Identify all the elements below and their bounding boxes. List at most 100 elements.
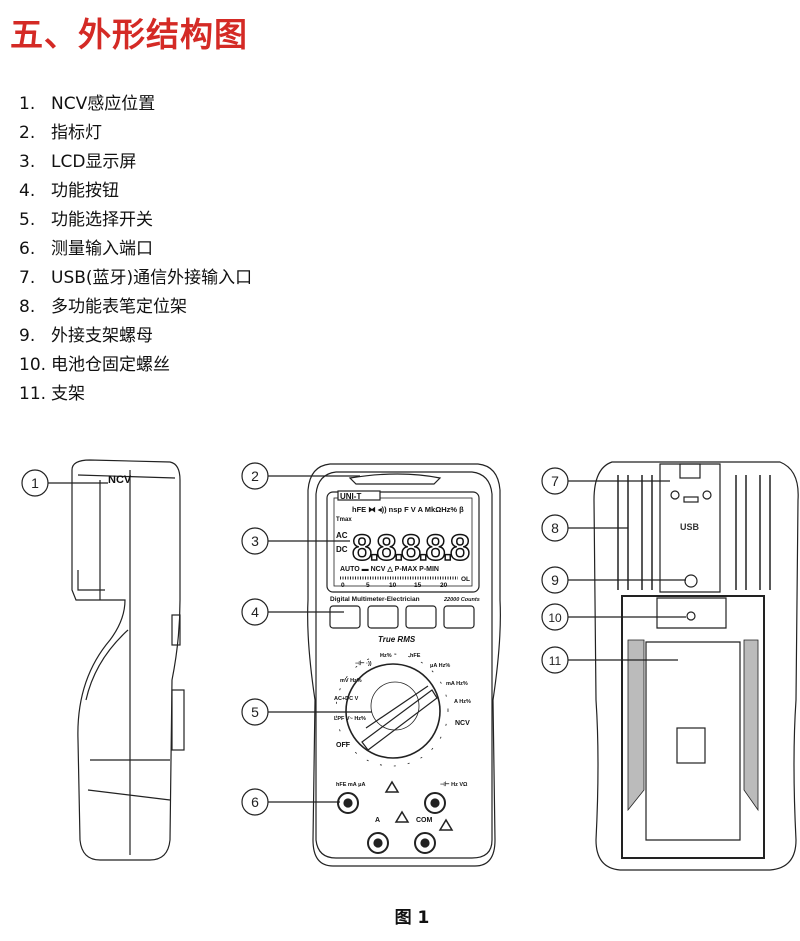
list-item: 8. 多功能表笔定位架 — [19, 293, 252, 322]
model-line: Digital Multimeter-Electrician — [330, 596, 420, 603]
item-number: 10. — [19, 355, 47, 375]
item-number: 9. — [19, 326, 36, 346]
callout-8: 8 — [541, 514, 569, 542]
item-label: NCV感应位置 — [51, 94, 156, 114]
dial-label: OFF — [336, 742, 351, 749]
dial-label: A Hz% — [454, 699, 471, 705]
lcd-scale-tick: 0 — [341, 582, 345, 589]
item-label: USB(蓝牙)通信外接输入口 — [51, 268, 253, 288]
list-item: 10.电池仓固定螺丝 — [19, 351, 252, 380]
svg-text:7: 7 — [551, 473, 559, 489]
lcd-top-icons: hFE ⧓ ◂)) nsp F V A MkΩHz% β — [352, 505, 464, 514]
indicator-light — [348, 473, 442, 485]
lcd-ol: OL — [461, 576, 470, 583]
function-button[interactable] — [329, 605, 361, 629]
item-number: 8. — [19, 297, 36, 317]
callout-9: 9 — [541, 566, 569, 594]
item-label: 功能选择开关 — [51, 210, 153, 230]
dial-label: mV Hz% — [340, 678, 362, 684]
port-label: COM — [416, 817, 433, 824]
item-label: 多功能表笔定位架 — [51, 297, 187, 317]
dial-label: LPF V~ Hz% — [334, 716, 366, 722]
item-number: 6. — [19, 239, 36, 259]
input-port[interactable] — [424, 792, 446, 814]
lcd-tmax: Tmax — [336, 517, 352, 523]
list-item: 7. USB(蓝牙)通信外接输入口 — [19, 264, 252, 293]
dial-label: Hz% — [380, 653, 392, 659]
input-port[interactable] — [367, 832, 389, 854]
function-button[interactable] — [367, 605, 399, 629]
lcd-scale-tick: 10 — [389, 582, 397, 589]
lcd-scale-tick: 15 — [414, 582, 422, 589]
callout-1: 1 — [21, 469, 49, 497]
svg-text:5: 5 — [251, 704, 259, 720]
function-button[interactable] — [443, 605, 475, 629]
dial-label: ⊣⊢ ·)) — [355, 659, 372, 667]
callout-2: 2 — [241, 462, 269, 490]
list-item: 6. 测量输入端口 — [19, 235, 252, 264]
svg-text:8: 8 — [551, 520, 559, 536]
lcd-scale-tick: 20 — [440, 582, 448, 589]
dial-label: mA Hz% — [446, 681, 468, 687]
item-number: 1. — [19, 94, 36, 114]
callout-3: 3 — [241, 527, 269, 555]
list-item: 2.指标灯 — [19, 119, 252, 148]
item-number: 4. — [19, 181, 36, 201]
callout-10: 10 — [541, 603, 569, 631]
list-item: 3. LCD显示屏 — [19, 148, 252, 177]
item-label: 支架 — [51, 384, 85, 404]
callout-11: 11 — [541, 646, 569, 674]
front-view: UNI-T hFE ⧓ ◂)) nsp F V A MkΩHz% β Tmax … — [307, 463, 501, 867]
lcd-scale-tick: 5 — [366, 582, 370, 589]
svg-text:6: 6 — [251, 794, 259, 810]
dial-label: hFE — [410, 653, 421, 659]
usb-label: USB — [680, 522, 700, 532]
svg-text:2: 2 — [251, 468, 259, 484]
callout-7: 7 — [541, 467, 569, 495]
stand-nut — [684, 574, 698, 588]
item-label: 测量输入端口 — [51, 239, 153, 259]
figure-caption: 图 1 — [394, 908, 430, 928]
callout-4: 4 — [241, 598, 269, 626]
section-title: 五、外形结构图 — [10, 15, 248, 54]
structure-diagram: NCV UNI-T hFE ⧓ ◂)) nsp F V A MkΩHz% β T… — [21, 459, 799, 871]
item-label: LCD显示屏 — [51, 152, 137, 172]
rotary-switch[interactable] — [335, 653, 449, 767]
lcd-dc: DC — [336, 545, 348, 554]
parts-list: 1. NCV感应位置 2.指标灯 3. LCD显示屏 4.功能按钮 5. 功能选择开关… — [19, 90, 252, 409]
function-button[interactable] — [405, 605, 437, 629]
item-label: 电池仓固定螺丝 — [51, 355, 170, 375]
input-port[interactable] — [337, 792, 359, 814]
callout-6: 6 — [241, 788, 269, 816]
battery-door — [621, 595, 765, 859]
item-number: 5. — [19, 210, 36, 230]
input-port[interactable] — [414, 832, 436, 854]
dial-label: AC+DC V — [334, 696, 359, 702]
dial-label: μA Hz% — [430, 663, 450, 669]
battery-screw[interactable] — [686, 611, 696, 621]
counts-label: 22000 Counts — [443, 597, 480, 603]
port-label: A — [375, 817, 380, 824]
lcd-digits: 8.8.8.8.8 — [352, 527, 470, 568]
item-label: 外接支架螺母 — [51, 326, 153, 346]
item-label: 指标灯 — [51, 123, 102, 143]
svg-text:10: 10 — [548, 611, 562, 625]
callouts: 1 2 3 4 5 6 7 8 9 10 11 — [21, 462, 686, 816]
svg-text:1: 1 — [31, 475, 39, 491]
back-view: USB — [593, 461, 799, 871]
lcd-ac: AC — [336, 531, 348, 540]
brand-logo: UNI-T — [340, 492, 361, 501]
list-item: 4.功能按钮 — [19, 177, 252, 206]
item-number: 7. — [19, 268, 36, 288]
svg-text:3: 3 — [251, 533, 259, 549]
item-number: 11. — [19, 384, 47, 404]
dial-label: NCV — [455, 720, 470, 727]
side-view: NCV — [71, 459, 185, 861]
stand — [645, 641, 741, 841]
true-rms-label: True RMS — [378, 635, 416, 644]
list-item: 9. 外接支架螺母 — [19, 322, 252, 351]
lcd-bottom-icons: AUTO ▬ NCV △ P-MAX P-MIN — [340, 566, 439, 573]
callout-5: 5 — [241, 698, 269, 726]
list-item: 1. NCV感应位置 — [19, 90, 252, 119]
item-number: 3. — [19, 152, 36, 172]
